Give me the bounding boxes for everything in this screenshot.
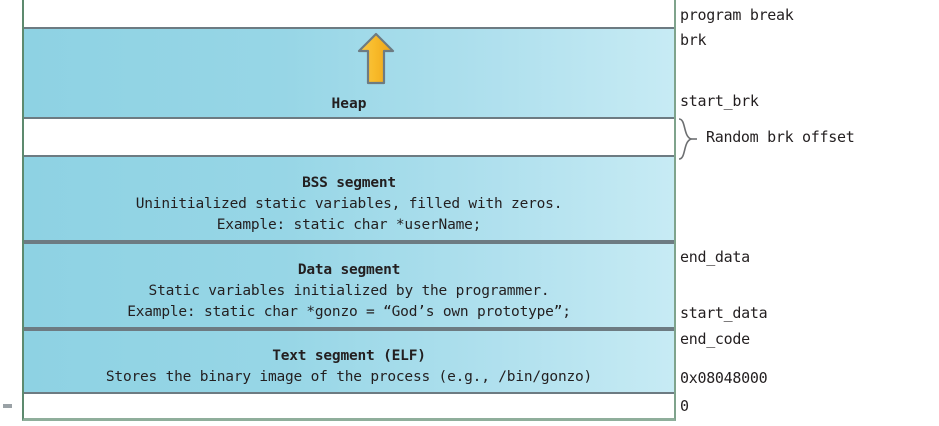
band-data-line-2: Example: static char *gonzo = “God’s own… bbox=[127, 304, 571, 320]
memory-map: Heap BSS segment Uninitialized static va… bbox=[22, 0, 676, 421]
label-end-code: end_code bbox=[680, 330, 750, 348]
band-heap-title: Heap bbox=[331, 96, 367, 112]
band-data-line-1: Static variables initialized by the prog… bbox=[148, 283, 550, 299]
band-data-title: Data segment bbox=[297, 262, 401, 278]
label-end-data: end_data bbox=[680, 248, 750, 266]
band-gap-random-brk bbox=[24, 119, 674, 155]
label-start-brk: start_brk bbox=[680, 92, 759, 110]
label-start-data: start_data bbox=[680, 304, 768, 322]
label-program-break: program break bbox=[680, 6, 794, 24]
band-data: Data segment Static variables initialize… bbox=[24, 242, 674, 329]
arrow-up-icon bbox=[357, 32, 395, 85]
band-gap-bottom bbox=[24, 394, 674, 418]
baseline-tick bbox=[3, 404, 12, 408]
band-text: Text segment (ELF) Stores the binary ima… bbox=[24, 329, 674, 394]
band-bss: BSS segment Uninitialized static variabl… bbox=[24, 155, 674, 242]
band-gap-top bbox=[24, 0, 674, 27]
label-brk: brk bbox=[680, 31, 707, 49]
band-heap: Heap bbox=[24, 27, 674, 119]
band-text-line-1: Stores the binary image of the process (… bbox=[105, 369, 593, 385]
band-bss-line-2: Example: static char *userName; bbox=[216, 217, 482, 233]
label-zero: 0 bbox=[680, 397, 689, 415]
label-text-base-address: 0x08048000 bbox=[680, 369, 768, 387]
band-bss-line-1: Uninitialized static variables, filled w… bbox=[135, 196, 563, 212]
band-text-title: Text segment (ELF) bbox=[272, 348, 426, 364]
label-random-brk-offset: Random brk offset bbox=[706, 128, 855, 146]
band-bss-title: BSS segment bbox=[302, 175, 396, 191]
curly-brace-icon bbox=[678, 118, 697, 160]
address-label-column: program break brk start_brk Random brk o… bbox=[678, 0, 939, 426]
